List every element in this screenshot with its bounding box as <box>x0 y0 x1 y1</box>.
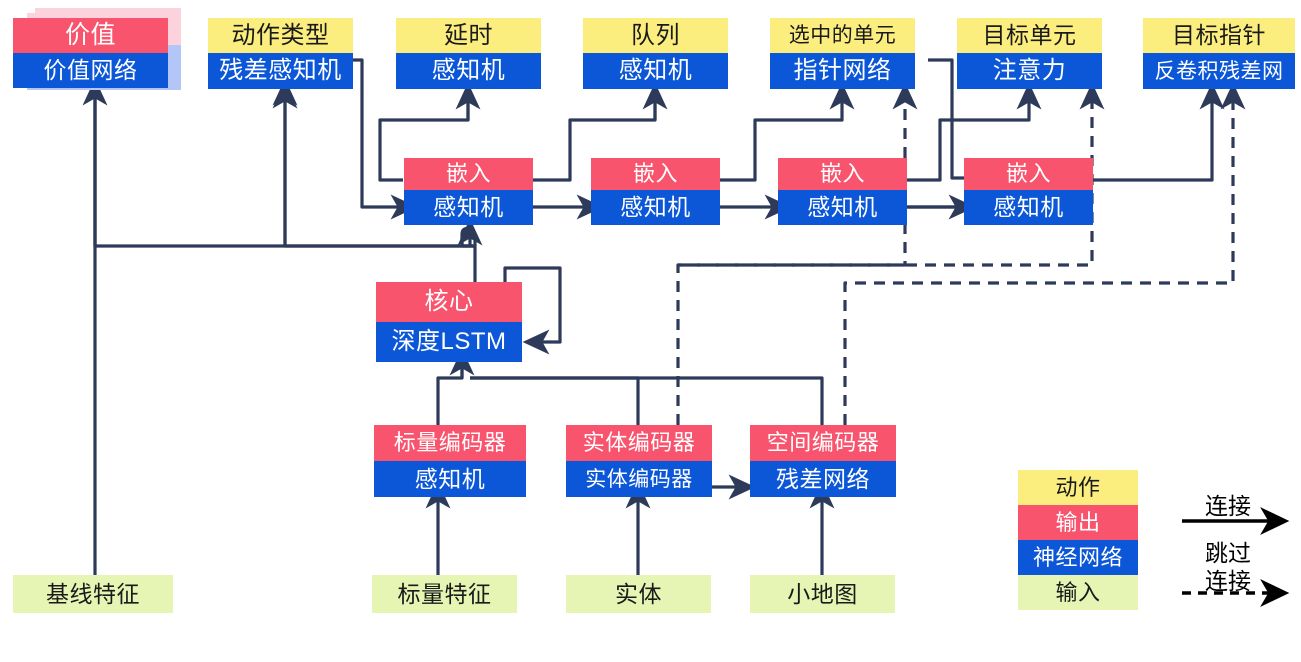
node-core[interactable]: 核心 深度LSTM <box>376 282 522 362</box>
input-minimap[interactable]: 小地图 <box>750 575 895 613</box>
node-target-unit[interactable]: 目标单元 注意力 <box>957 18 1102 89</box>
node-action-type[interactable]: 动作类型 残差感知机 <box>208 18 353 89</box>
value-output-label: 价值 <box>13 18 168 53</box>
node-value[interactable]: 价值 价值网络 <box>13 8 181 90</box>
node-embed-3[interactable]: 嵌入 感知机 <box>778 158 907 225</box>
legend: 动作 输出 神经网络 输入 <box>1018 470 1138 610</box>
node-scalar-encoder[interactable]: 标量编码器 感知机 <box>374 425 526 497</box>
scalar-encoder-network-label: 感知机 <box>374 461 526 497</box>
target-unit-network-label: 注意力 <box>957 53 1102 89</box>
input-scalar-features[interactable]: 标量特征 <box>372 575 517 613</box>
selected-units-action-label: 选中的单元 <box>770 18 915 53</box>
legend-swatch-network: 神经网络 <box>1018 540 1138 575</box>
entity-encoder-network-label: 实体编码器 <box>566 461 712 497</box>
target-point-action-label: 目标指针 <box>1143 18 1295 53</box>
value-network-label: 价值网络 <box>13 53 168 88</box>
embed-2-output-label: 嵌入 <box>591 158 720 190</box>
node-embed-2[interactable]: 嵌入 感知机 <box>591 158 720 225</box>
embed-4-network-label: 感知机 <box>964 190 1093 225</box>
legend-swatch-input: 输入 <box>1018 575 1138 610</box>
node-embed-1[interactable]: 嵌入 感知机 <box>404 158 533 225</box>
input-baseline-features[interactable]: 基线特征 <box>13 575 173 613</box>
node-entity-encoder[interactable]: 实体编码器 实体编码器 <box>566 425 712 497</box>
legend-arrows <box>1182 507 1290 607</box>
embed-3-network-label: 感知机 <box>778 190 907 225</box>
embed-1-output-label: 嵌入 <box>404 158 533 190</box>
delay-action-label: 延时 <box>396 18 541 53</box>
queue-action-label: 队列 <box>583 18 728 53</box>
legend-swatch-output: 输出 <box>1018 505 1138 540</box>
queue-network-label: 感知机 <box>583 53 728 89</box>
spatial-encoder-output-label: 空间编码器 <box>750 425 896 461</box>
node-target-point[interactable]: 目标指针 反卷积残差网 <box>1143 18 1295 89</box>
core-network-label: 深度LSTM <box>376 322 522 362</box>
target-point-network-label: 反卷积残差网 <box>1143 53 1295 89</box>
node-selected-units[interactable]: 选中的单元 指针网络 <box>770 18 915 89</box>
target-unit-action-label: 目标单元 <box>957 18 1102 53</box>
node-queue[interactable]: 队列 感知机 <box>583 18 728 89</box>
embed-1-network-label: 感知机 <box>404 190 533 225</box>
embed-4-output-label: 嵌入 <box>964 158 1093 190</box>
node-delay[interactable]: 延时 感知机 <box>396 18 541 89</box>
embed-2-network-label: 感知机 <box>591 190 720 225</box>
legend-swatch-action: 动作 <box>1018 470 1138 505</box>
action-type-action-label: 动作类型 <box>208 18 353 53</box>
action-type-network-label: 残差感知机 <box>208 53 353 89</box>
selected-units-network-label: 指针网络 <box>770 53 915 89</box>
input-entities[interactable]: 实体 <box>566 575 711 613</box>
embed-3-output-label: 嵌入 <box>778 158 907 190</box>
legend-connect-label: 连接 <box>1205 493 1251 519</box>
node-embed-4[interactable]: 嵌入 感知机 <box>964 158 1093 225</box>
entity-encoder-output-label: 实体编码器 <box>566 425 712 461</box>
legend-skip-label-line1: 跳过 <box>1205 540 1251 566</box>
node-spatial-encoder[interactable]: 空间编码器 残差网络 <box>750 425 896 497</box>
core-output-label: 核心 <box>376 282 522 322</box>
spatial-encoder-network-label: 残差网络 <box>750 461 896 497</box>
legend-skip-label-line2: 连接 <box>1205 568 1251 594</box>
scalar-encoder-output-label: 标量编码器 <box>374 425 526 461</box>
delay-network-label: 感知机 <box>396 53 541 89</box>
